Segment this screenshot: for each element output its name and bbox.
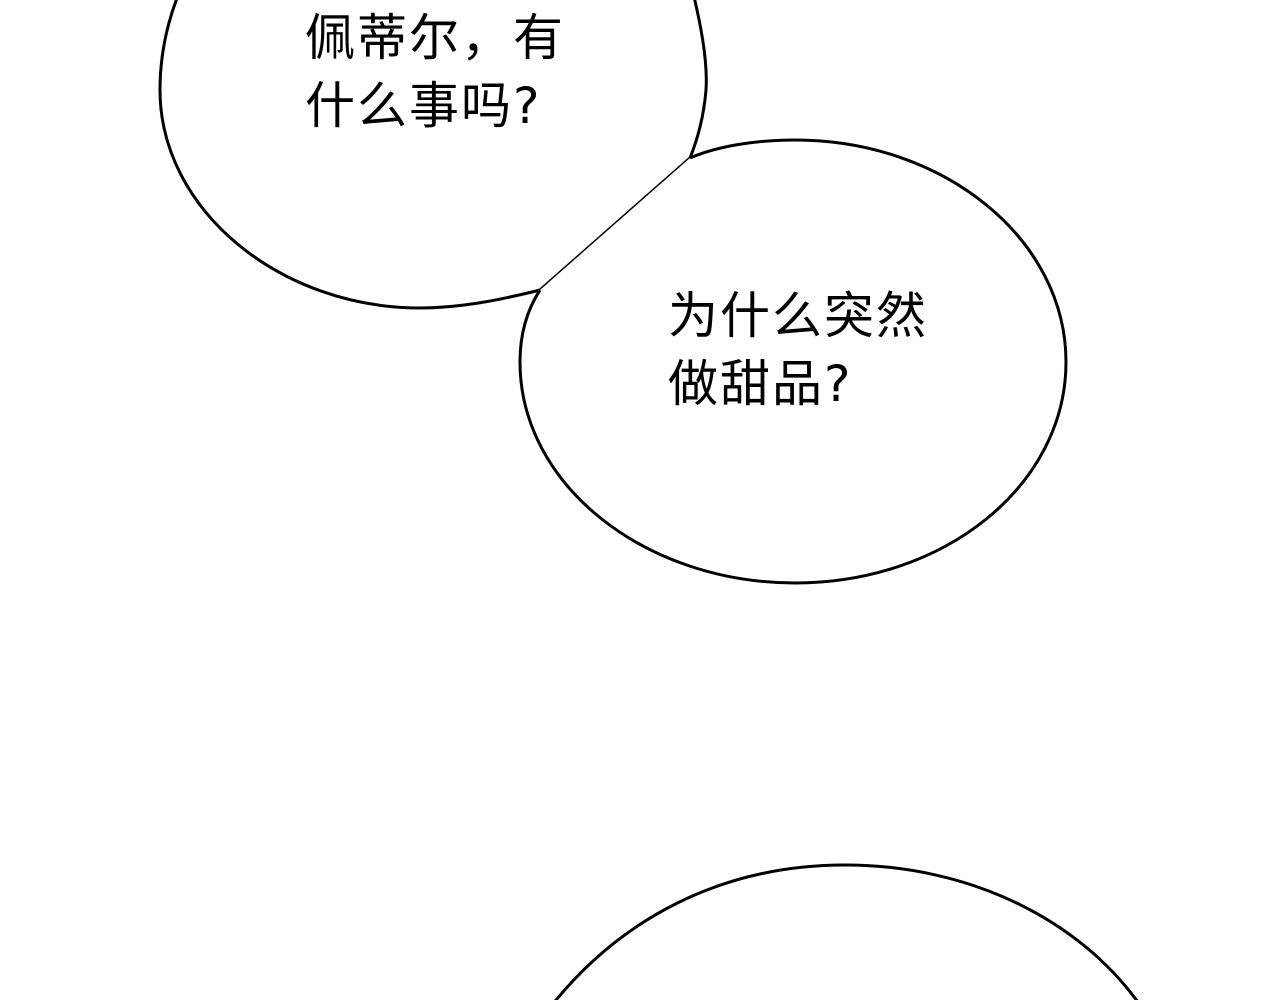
speech-bubble-3: [554, 863, 1139, 1000]
bubble-1-line-1: 佩蒂尔，有: [305, 9, 565, 67]
bubble-2-line-2: 做甜品?: [668, 355, 853, 413]
speech-bubble-1: [158, 0, 708, 310]
bubble-2-line-1: 为什么突然: [668, 287, 928, 345]
bubble-1-line-2: 什么事吗?: [305, 77, 542, 135]
speech-bubble-1-text: 佩蒂尔，有什么事吗?: [305, 4, 565, 140]
speech-bubble-2: [518, 138, 1068, 585]
speech-bubble-2-text: 为什么突然做甜品?: [668, 282, 928, 418]
